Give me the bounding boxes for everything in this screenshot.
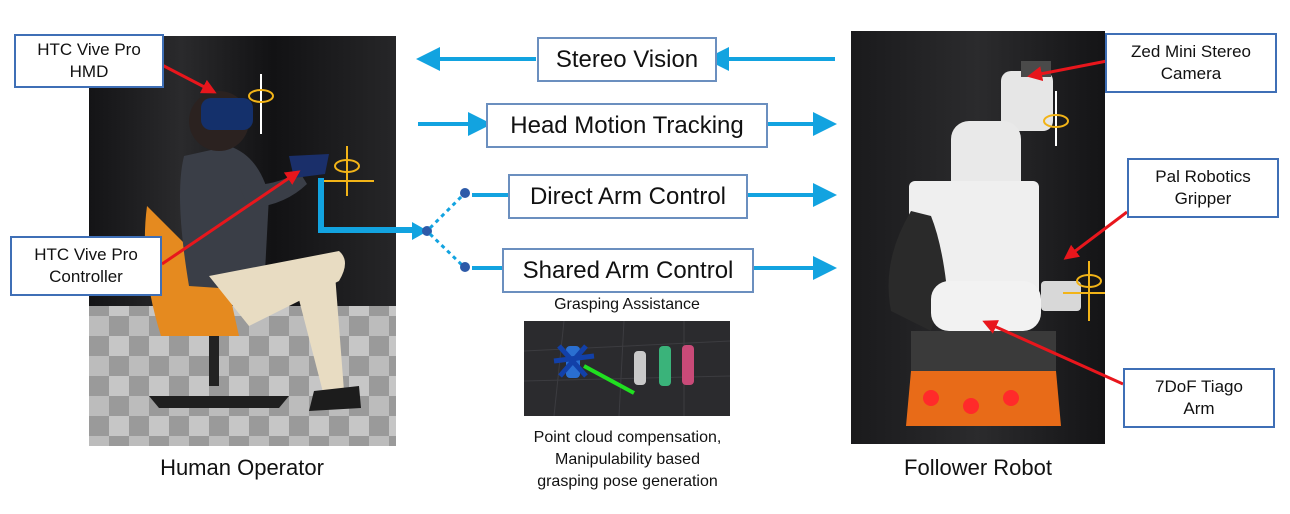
gripper-label: Pal Robotics Gripper <box>1155 167 1251 208</box>
stereo-vision-label: Stereo Vision <box>555 45 699 73</box>
robot-photo <box>851 31 1105 444</box>
shared-arm-label: Shared Arm Control <box>522 256 734 284</box>
grasp-render <box>524 321 730 416</box>
head-motion-label: Head Motion Tracking <box>510 111 744 139</box>
grasp-render-art <box>524 321 730 416</box>
controller-label: HTC Vive Pro Controller <box>34 245 138 286</box>
direct-arm-label: Direct Arm Control <box>529 182 727 210</box>
camera-label: Zed Mini Stereo Camera <box>1131 42 1251 83</box>
operator-caption: Human Operator <box>160 455 324 480</box>
grasp-description: Point cloud compensation, Manipulability… <box>533 429 722 490</box>
robot-photo-art <box>851 31 1105 444</box>
operator-photo <box>89 36 396 446</box>
robot-caption: Follower Robot <box>904 455 1052 480</box>
callout-lines <box>161 59 1128 386</box>
shared-arm-box: Shared Arm Control <box>502 248 754 293</box>
camera-label-box: Zed Mini Stereo Camera <box>1105 33 1277 93</box>
gripper-label-box: Pal Robotics Gripper <box>1127 158 1279 218</box>
head-motion-box: Head Motion Tracking <box>486 103 768 148</box>
grasp-title: Grasping Assistance <box>554 296 700 313</box>
hmd-label-box: HTC Vive Pro HMD <box>14 34 164 88</box>
direct-arm-box: Direct Arm Control <box>508 174 748 219</box>
stereo-vision-box: Stereo Vision <box>537 37 717 82</box>
arm-label-box: 7DoF Tiago Arm <box>1123 368 1275 428</box>
branch-dotted <box>428 188 470 272</box>
controller-label-box: HTC Vive Pro Controller <box>10 236 162 296</box>
hmd-label: HTC Vive Pro HMD <box>37 40 141 81</box>
arm-label: 7DoF Tiago Arm <box>1155 377 1243 418</box>
controller-link <box>318 178 432 240</box>
